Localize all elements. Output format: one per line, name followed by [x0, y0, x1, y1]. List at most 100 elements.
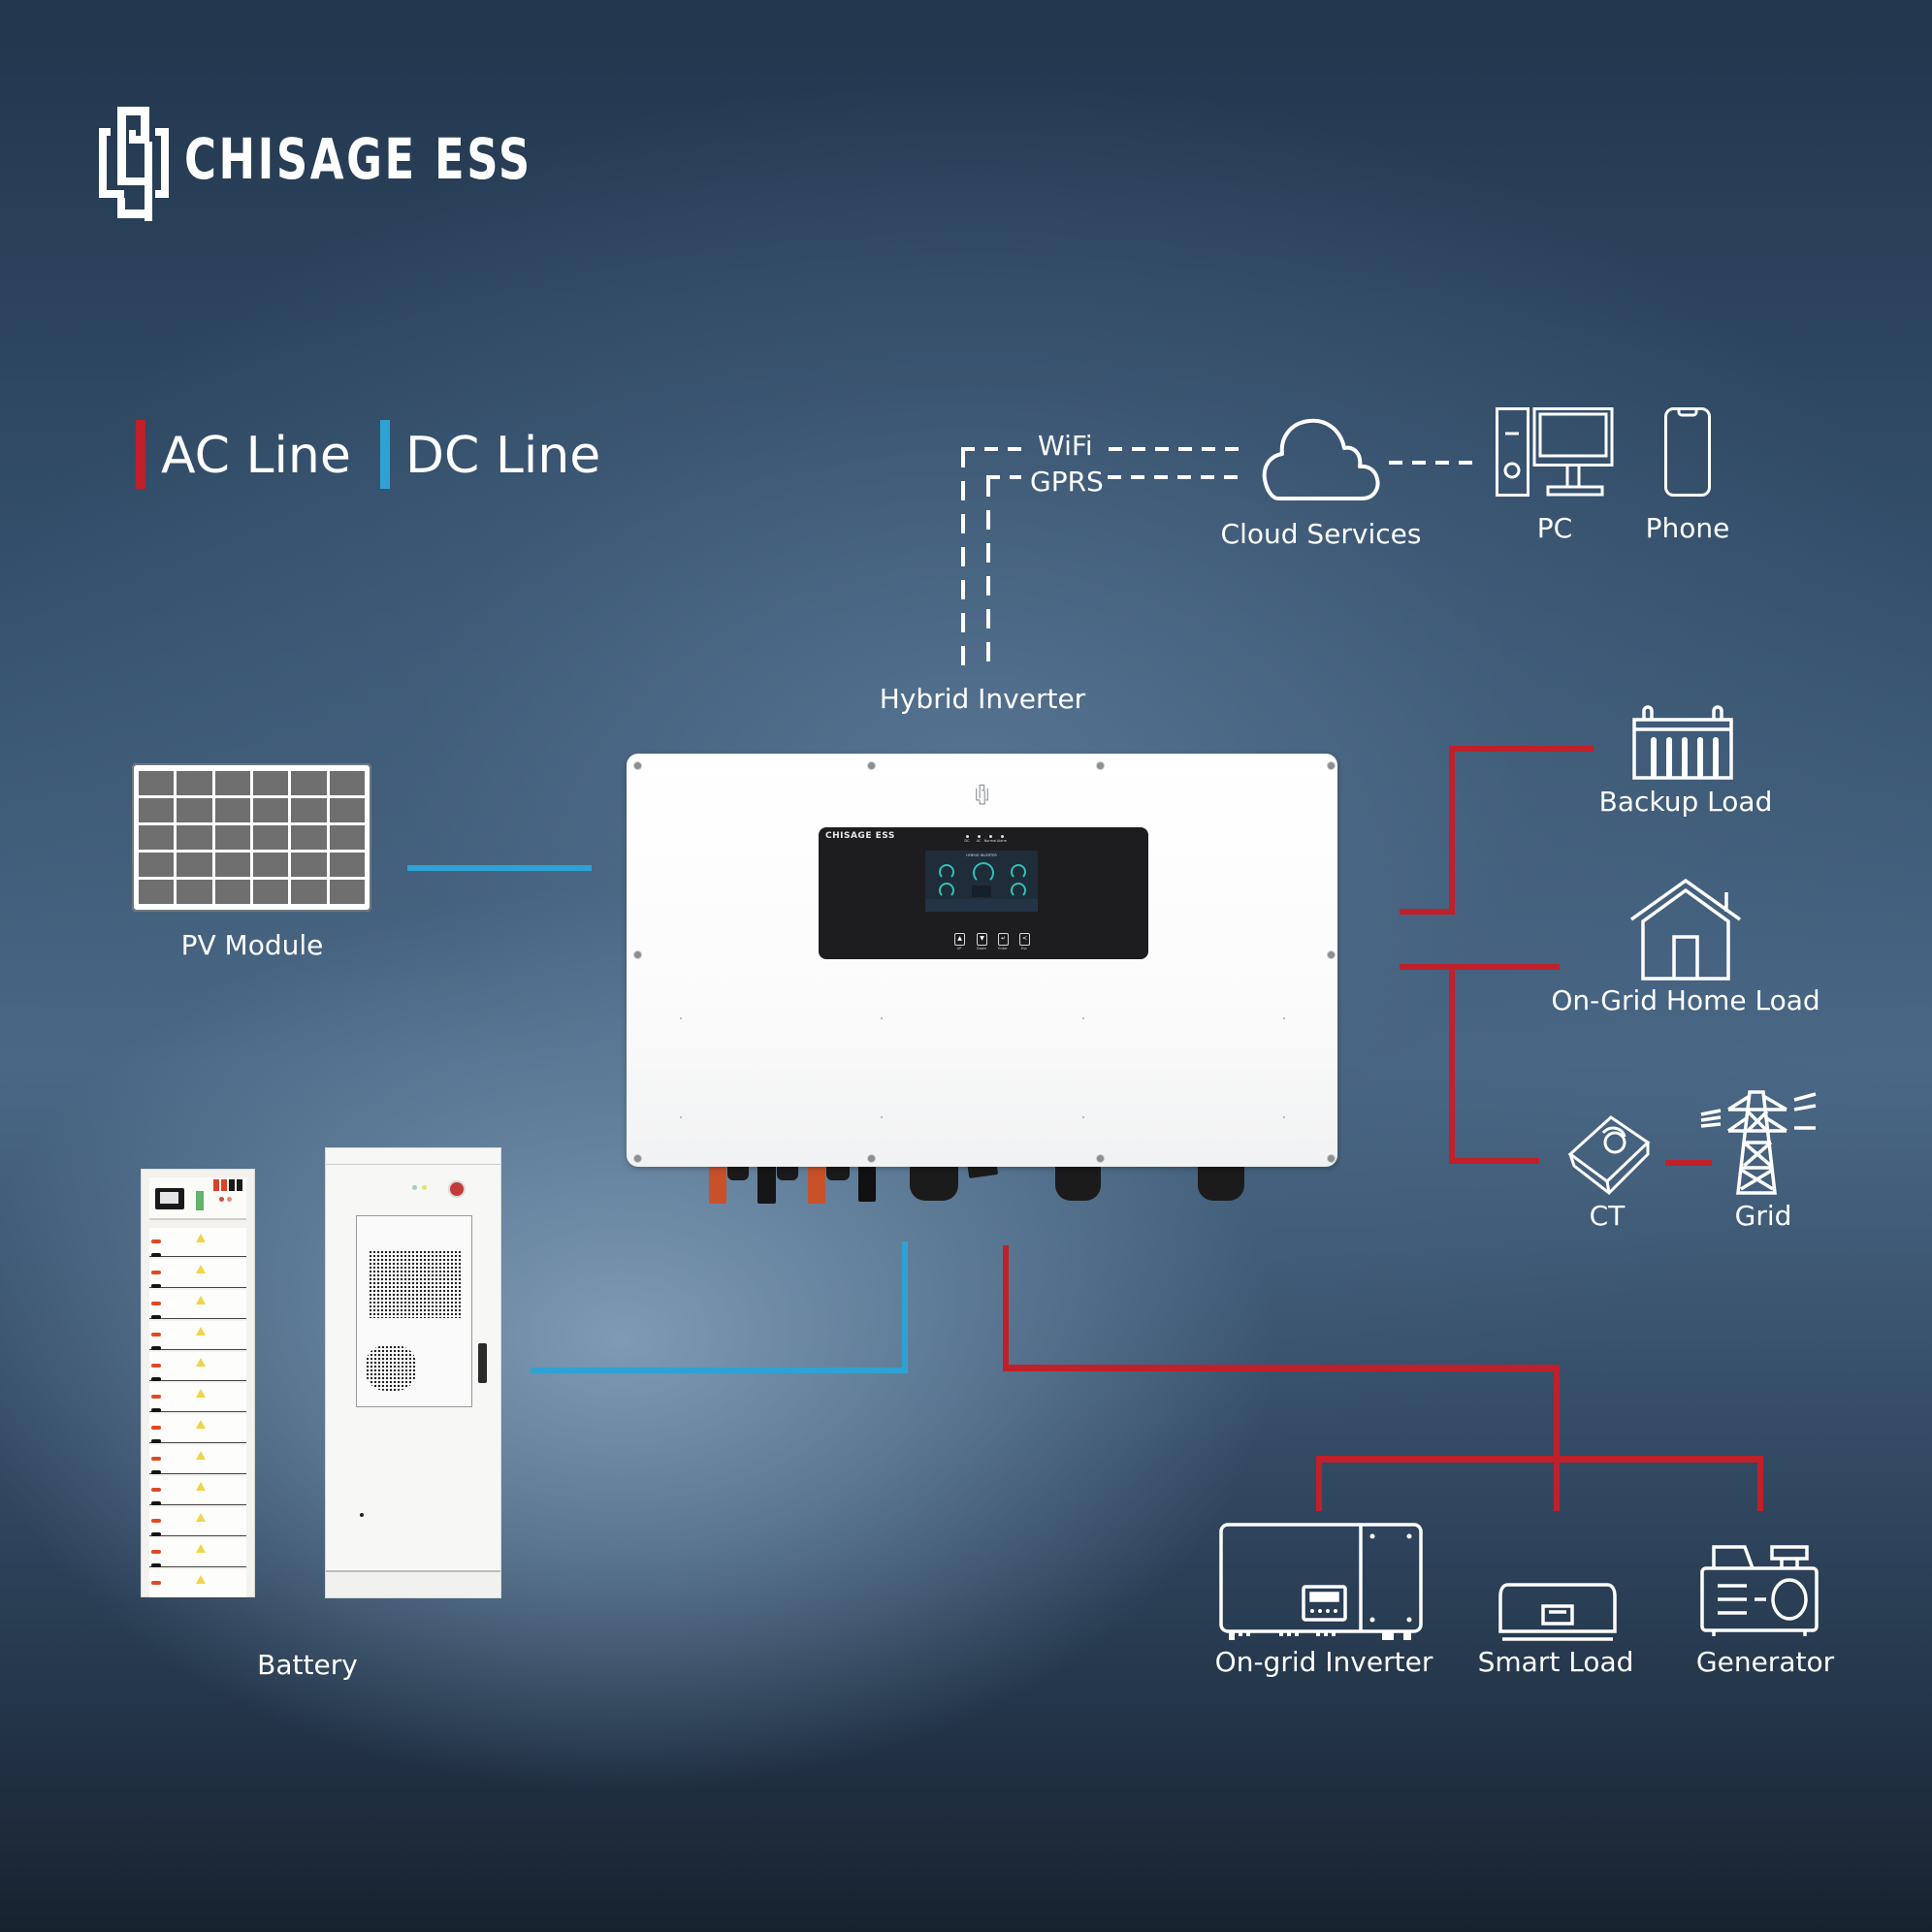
indicator-dc: DC: [960, 835, 974, 843]
wifi-link-left: [961, 447, 1021, 451]
phone-icon: [1664, 407, 1711, 497]
pv-dc-line: [407, 865, 592, 871]
battery-module: [149, 1321, 246, 1350]
mount-point: [680, 1017, 682, 1019]
screw: [1327, 950, 1336, 959]
wifi-label: WiFi: [1038, 430, 1093, 462]
battery-module: [149, 1445, 246, 1474]
generator-icon: [1700, 1545, 1819, 1636]
bms-terminal: [196, 1191, 204, 1210]
gauge-pv: [939, 864, 954, 880]
battery-module: [149, 1383, 246, 1412]
battery-connector: [858, 1159, 876, 1202]
cabinet-door: [356, 1215, 472, 1407]
battery-dc-line-horizontal: [531, 1368, 908, 1373]
phone-label: Phone: [1645, 512, 1730, 544]
gen-port-ac-line-vertical: [1003, 1245, 1009, 1371]
cloud-services-label: Cloud Services: [1220, 518, 1422, 550]
bms-power-terminal: [237, 1179, 242, 1191]
cabinet-led: [412, 1185, 417, 1190]
key-down-label: Down: [977, 947, 986, 950]
gen-port-ac-branch: [1316, 1456, 1763, 1463]
bms-display: [155, 1188, 184, 1209]
mount-point: [1082, 1116, 1084, 1118]
lcd-screen: HYBRID INVERTER: [925, 851, 1038, 912]
on-grid-inverter-ac-drop: [1316, 1456, 1322, 1511]
pv-cells: [139, 771, 365, 904]
battery-dc-line-vertical: [902, 1241, 908, 1373]
gauge-center: [973, 862, 994, 884]
pc-label: PC: [1536, 512, 1573, 544]
battery-module: [149, 1569, 246, 1598]
screw: [1096, 1154, 1105, 1163]
battery-rack: [141, 1169, 255, 1598]
backup-ac-line-top: [1450, 746, 1594, 752]
gprs-link-right: [1108, 475, 1239, 479]
ac-line-legend-swatch: [136, 420, 145, 489]
cloud-icon: [1262, 418, 1380, 500]
bms-led: [219, 1197, 224, 1202]
key-up-button[interactable]: ▲: [954, 933, 965, 946]
grid-ac-line-top: [1400, 964, 1560, 970]
grid-ac-line-bottom: [1449, 1158, 1539, 1164]
battery-cabinet: [325, 1147, 501, 1598]
inverter-control-panel: CHISAGE ESS DC AC Normal Alarm HYBRID IN…: [819, 827, 1148, 959]
gen-port-ac-line-trunk: [1554, 1365, 1560, 1511]
key-enter-button[interactable]: ↵: [998, 933, 1009, 946]
key-up-label: UP: [956, 947, 962, 950]
gen-port-ac-line-horizontal: [1003, 1365, 1560, 1371]
mount-point: [881, 1017, 883, 1019]
screw: [1096, 761, 1105, 770]
indicator-alarm: Alarm: [995, 835, 1009, 843]
screw: [633, 950, 642, 959]
gprs-label: GPRS: [1030, 466, 1104, 498]
key-enter-label: Enter: [998, 947, 1008, 950]
screw: [633, 761, 642, 770]
mount-point: [1283, 1116, 1285, 1118]
grid-tower-icon: [1700, 1090, 1817, 1195]
battery-module: [149, 1290, 246, 1319]
indicator-ac: AC: [972, 835, 985, 843]
lcd-title: HYBRID INVERTER: [966, 853, 997, 857]
pv-module-icon: [132, 763, 371, 912]
lcd-nav-bar: [925, 899, 1038, 912]
key-down-button[interactable]: ▼: [977, 933, 987, 946]
backup-load-icon: [1632, 705, 1733, 780]
cabinet-handle[interactable]: [478, 1343, 487, 1383]
smart-load-icon: [1498, 1583, 1617, 1641]
mount-point: [1082, 1017, 1084, 1019]
mount-point: [680, 1116, 682, 1118]
battery-module: [149, 1507, 246, 1536]
gauge-load: [1011, 883, 1026, 898]
ac-line-legend-label: AC Line: [161, 427, 351, 485]
cabinet-led: [422, 1185, 427, 1190]
inverter-logo-icon: [976, 784, 988, 805]
vent-grille: [369, 1250, 463, 1318]
battery-module: [149, 1352, 246, 1381]
fan-grille: [366, 1345, 416, 1391]
screw: [1327, 761, 1336, 770]
ct-label: CT: [1589, 1200, 1626, 1232]
wifi-link-vertical: [961, 448, 965, 669]
bms-power-terminal: [221, 1179, 227, 1191]
pv-connector-positive: [709, 1159, 726, 1204]
screw: [867, 1154, 876, 1163]
battery-module: [149, 1414, 246, 1443]
ct-icon: [1567, 1115, 1651, 1195]
battery-module: [149, 1259, 246, 1288]
key-esc-label: Esc: [1021, 947, 1027, 950]
ct-grid-ac-line: [1665, 1160, 1712, 1166]
pc-icon: [1496, 407, 1614, 497]
battery-module: [149, 1476, 246, 1505]
backup-ac-line-bottom: [1400, 909, 1455, 915]
chisage-logo-icon: [99, 107, 169, 221]
key-esc-button[interactable]: <: [1019, 933, 1030, 946]
mount-point: [1283, 1017, 1285, 1019]
gprs-link-vertical: [986, 477, 990, 669]
emergency-stop-button[interactable]: [448, 1180, 466, 1198]
bms-power-terminal: [229, 1179, 235, 1191]
screw: [633, 1154, 642, 1163]
battery-bms: [149, 1177, 246, 1220]
wifi-link-right: [1109, 447, 1239, 451]
on-grid-inverter-label: On-grid Inverter: [1214, 1646, 1433, 1678]
